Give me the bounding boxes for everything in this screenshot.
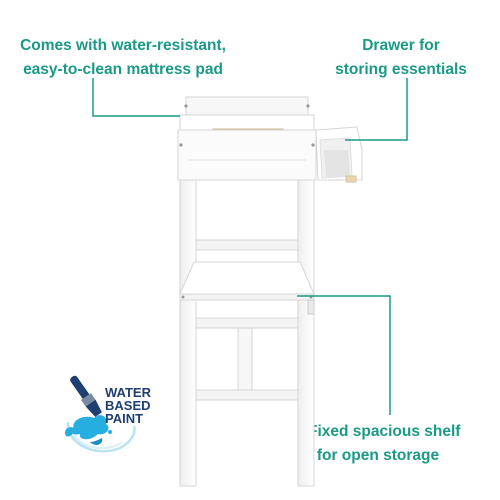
callout-shelf-line-1: Fixed spacious shelf — [308, 423, 461, 440]
badge-text: WATER BASED PAINT — [105, 386, 151, 425]
callout-mattress-line-2: easy-to-clean mattress pad — [23, 61, 223, 78]
callout-drawer-line-1: Drawer for — [362, 37, 440, 54]
left-leg — [179, 179, 197, 487]
drawer-runner — [345, 175, 357, 183]
tray-front-rail — [179, 114, 315, 131]
callout-mattress-line-1: Comes with water-resistant, — [20, 37, 226, 54]
screw — [311, 143, 315, 147]
screw — [306, 104, 310, 108]
screw — [184, 104, 188, 108]
badge-line-1: WATER — [105, 385, 151, 400]
callout-shelf: Fixed spacious shelf for open storage — [308, 420, 461, 468]
paint-brush-icon — [65, 375, 136, 453]
center-post — [237, 327, 253, 391]
drawer-frame — [177, 129, 317, 181]
badge-line-3: PAINT — [105, 411, 144, 426]
callout-mattress-pad: Comes with water-resistant, easy-to-clea… — [18, 34, 228, 82]
side-rail-upper — [195, 239, 299, 251]
leader-line-drawer — [345, 78, 408, 141]
fixed-shelf — [179, 261, 315, 295]
callout-shelf-line-2: for open storage — [316, 447, 440, 464]
badge-line-2: BASED — [105, 398, 151, 413]
changing-table — [177, 96, 363, 487]
bottom-rail — [195, 389, 299, 401]
screw — [179, 143, 183, 147]
callout-drawer-line-2: storing essentials — [335, 61, 467, 78]
open-drawer — [315, 126, 363, 183]
screw — [181, 295, 185, 299]
leader-line-shelf — [297, 295, 391, 415]
callout-drawer: Drawer for storing essentials — [335, 34, 467, 82]
fixed-shelf-edge — [179, 293, 315, 301]
leg-tag — [307, 299, 315, 315]
right-leg — [297, 179, 315, 487]
leader-lines — [92, 78, 408, 415]
water-based-paint-badge: WATER BASED PAINT — [60, 362, 160, 462]
lower-rail — [195, 317, 299, 329]
tray-back-rail — [185, 96, 309, 116]
leader-line-mattress — [92, 78, 180, 117]
